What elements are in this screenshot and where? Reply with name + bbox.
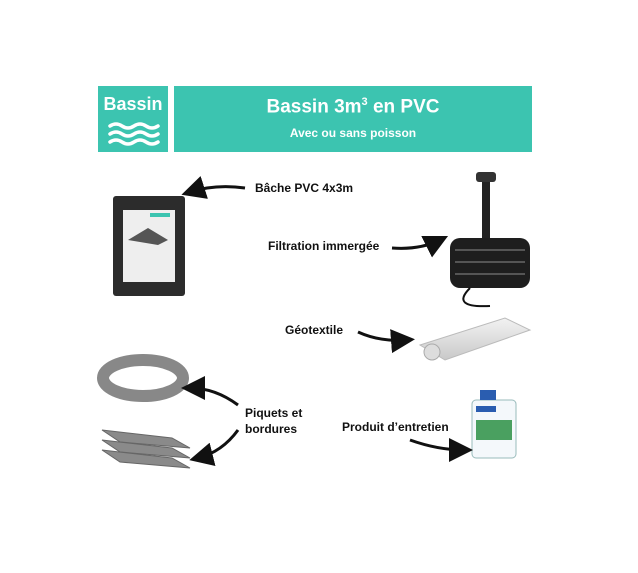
item-label-product: Produit d’entretien: [342, 420, 449, 434]
page-title: Bassin 3m3 en PVC: [266, 96, 440, 118]
item-label-geotextile: Géotextile: [285, 323, 344, 337]
filter-pump-image: [450, 172, 530, 308]
arrow-icon: [181, 176, 246, 199]
item-label-liner: Bâche PVC 4x3m: [255, 181, 354, 195]
liner-package-image: [113, 196, 185, 296]
maintenance-product-image: [471, 390, 517, 459]
arrow-icon: [357, 329, 415, 354]
edging-ring-image: [97, 354, 189, 402]
category-badge: Bassin: [98, 86, 168, 152]
arrow-icon: [409, 437, 473, 462]
arrow-icon: [391, 235, 449, 258]
category-label: Bassin: [103, 94, 163, 114]
arrow-icon: [189, 429, 240, 466]
geotextile-roll-image: [418, 317, 532, 361]
stakes-image: [101, 429, 191, 469]
item-label-filtration: Filtration immergée: [268, 239, 380, 253]
label-line: bordures: [245, 422, 298, 436]
title-banner: Bassin 3m3 en PVC Avec ou sans poisson: [174, 86, 532, 152]
waves-icon: [108, 122, 160, 146]
arrow-icon: [181, 376, 239, 407]
label-line: Piquets et: [245, 406, 303, 420]
page-subtitle: Avec ou sans poisson: [289, 126, 417, 141]
item-label-stakes: Piquets et bordures: [245, 405, 302, 437]
